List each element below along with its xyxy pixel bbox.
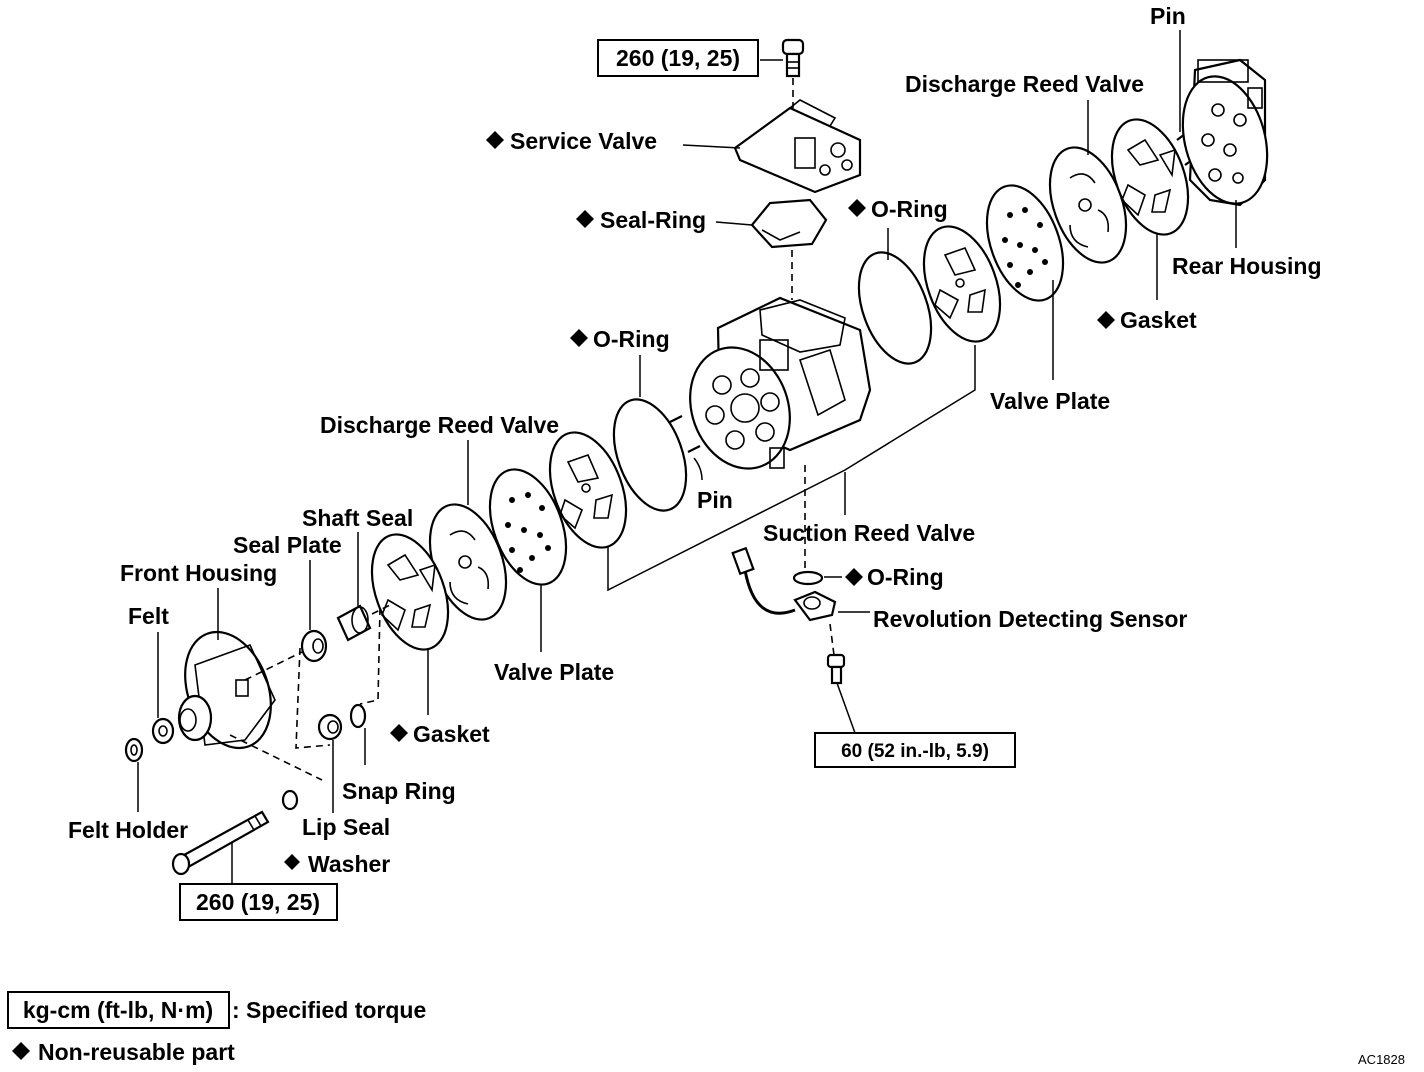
rear-reed-plate-part [985,184,1065,302]
figure-code: AC1828 [1358,1052,1405,1067]
non-reusable-mark [570,329,588,347]
non-reusable-mark [848,199,866,217]
felt-label: Felt [128,603,169,629]
front-housing-part [177,630,276,750]
revolution-sensor-part [731,546,837,622]
sensor-torque-box [814,732,1016,768]
non-reusable-mark [1097,311,1115,329]
service-valve-torque-box [597,39,759,77]
non-reusable-mark [486,131,504,149]
through-bolt-torque-box [179,883,338,921]
o-ring-front-part [612,398,688,512]
legend-torque-desc: : Specified torque [232,997,426,1023]
legend-torque-units: kg-cm (ft-lb, N·m) [23,997,213,1023]
felt-holder-label: Felt Holder [68,817,188,843]
revolution-detecting-sensor-label: Revolution Detecting Sensor [873,606,1187,632]
felt-part [151,717,175,745]
valve-plate-front-part [488,468,568,586]
service-valve-torque-value: 260 (19, 25) [616,45,740,71]
service-valve-part [733,99,862,194]
suction-reed-valve-front-part [548,431,628,549]
discharge-reed-valve-front-part [428,503,508,621]
pin-mid-label: Pin [697,487,733,513]
o-ring-sensor-label: O-Ring [867,564,944,590]
snap-ring-label: Snap Ring [342,778,456,804]
cylinder-block-part [689,296,872,470]
pin-mid-part [669,415,683,423]
washer-part [281,789,299,811]
discharge-reed-valve-rear-label: Discharge Reed Valve [905,71,1144,97]
through-bolt-torque-value: 260 (19, 25) [196,889,320,915]
o-ring-sensor-part [792,570,824,586]
o-ring-rear-part [857,251,933,365]
pin-top-label: Pin [1150,3,1186,29]
lip-seal-part [317,713,343,741]
rear-housing-part [1181,58,1269,207]
felt-holder-part [124,737,144,763]
seal-ring-part [750,198,828,249]
rear-housing-label: Rear Housing [1172,253,1322,279]
washer-label: Washer [308,851,390,877]
o-ring-left-label: O-Ring [593,326,670,352]
service-valve-bolt [781,38,805,78]
shaft-seal-part [336,604,372,642]
legend-non-reusable: Non-reusable part [38,1039,235,1065]
valve-plate-rear-part [922,225,1002,343]
legend-torque-box [7,991,230,1029]
non-reusable-mark [845,568,863,586]
valve-plate-front-label: Valve Plate [494,659,614,685]
seal-plate-part [300,629,328,663]
gasket-front-label: Gasket [413,721,490,747]
gasket-front-part [370,533,450,651]
gasket-rear-part [1110,118,1190,236]
non-reusable-mark [390,724,408,742]
discharge-reed-valve-front-label: Discharge Reed Valve [320,412,559,438]
through-bolt-part [171,810,270,876]
suction-reed-valve-label: Suction Reed Valve [763,520,975,546]
service-valve-label: Service Valve [510,128,657,154]
sensor-bolt-part [826,653,846,685]
front-housing-label: Front Housing [120,560,277,586]
snap-ring-part [349,703,367,729]
shaft-seal-label: Shaft Seal [302,505,413,531]
o-ring-top-label: O-Ring [871,196,948,222]
gasket-rear-label: Gasket [1120,307,1197,333]
non-reusable-mark [576,210,594,228]
lip-seal-label: Lip Seal [302,814,390,840]
seal-plate-label: Seal Plate [233,532,342,558]
seal-ring-label: Seal-Ring [600,207,706,233]
pin-mid-part-2 [687,445,701,453]
sensor-torque-value: 60 (52 in.-lb, 5.9) [841,741,989,762]
valve-plate-rear-label: Valve Plate [990,388,1110,414]
non-reusable-mark [12,1042,30,1060]
non-reusable-mark [284,854,300,870]
